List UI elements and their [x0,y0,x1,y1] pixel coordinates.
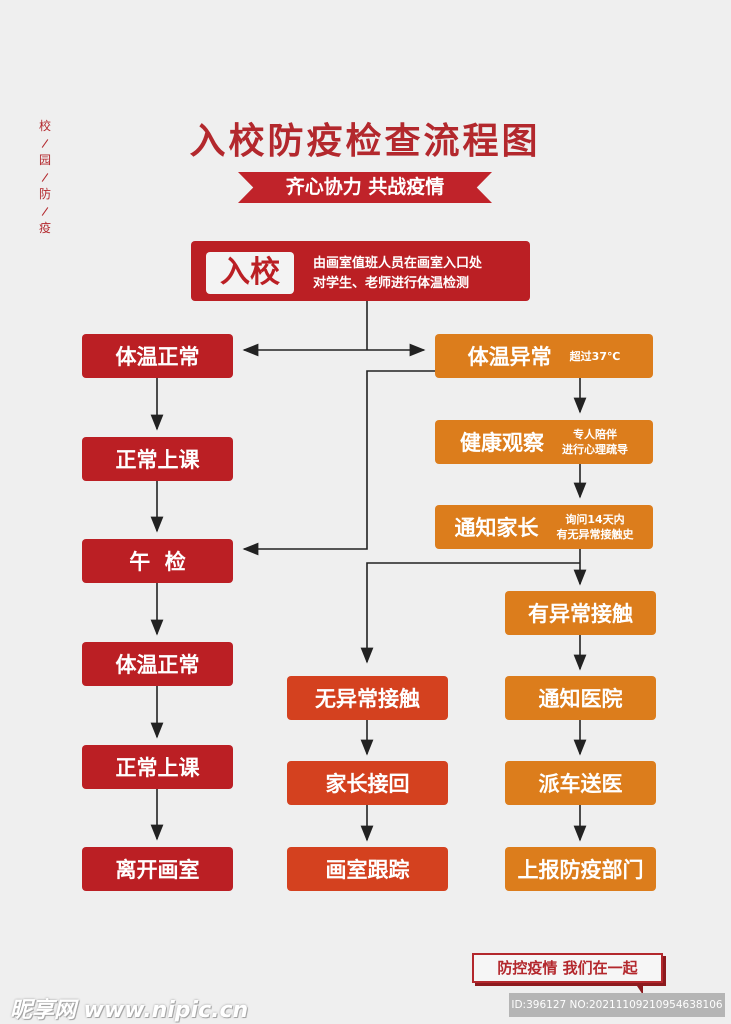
start-label: 入校 [206,252,294,294]
step-no-contact: 无异常接触 [287,676,448,720]
start-box: 入校 由画室值班人员在画室入口处 对学生、老师进行体温检测 [191,241,530,301]
page-title: 入校防疫检查流程图 [189,121,541,162]
note-line: 有无异常接触史 [556,528,634,541]
box-note: 专人陪伴进行心理疏导 [562,427,628,457]
step-notify-parents: 通知家长 询问14天内有无异常接触史 [435,505,653,549]
image-id-bar: ID:396127 NO:20211109210954638106 [509,993,725,1017]
step-noon-check: 午 检 [82,539,233,583]
step-leave: 离开画室 [82,847,233,891]
callout-tail [635,983,643,995]
step-contact: 有异常接触 [505,591,656,635]
box-label: 体温异常 [467,345,552,369]
side-char: 疫 [38,221,51,235]
box-label: 健康观察 [460,431,544,455]
step-normal-temp-2: 体温正常 [82,642,233,686]
note-line: 询问14天内 [565,513,625,526]
note-line: 进行心理疏导 [562,443,628,456]
slogan-ribbon: 齐心协力 共战疫情 [238,172,492,203]
note-line: 对学生、老师进行体温检测 [313,276,470,291]
note-line: 由画室值班人员在画室入口处 [313,256,483,271]
step-notify-hospital: 通知医院 [505,676,656,720]
step-normal-class-2: 正常上课 [82,745,233,789]
note-line: 超过37℃ [569,349,621,363]
step-studio-tracking: 画室跟踪 [287,847,448,891]
step-abnormal-temp: 体温异常 超过37℃ [435,334,653,378]
step-send-to-hospital: 派车送医 [505,761,656,805]
side-char: 校 [38,119,51,133]
step-normal-temp: 体温正常 [82,334,233,378]
step-normal-class: 正常上课 [82,437,233,481]
note-line: 专人陪伴 [573,428,617,441]
callout-slogan: 防控疫情 我们在一起 [472,953,663,983]
box-note: 超过37℃ [570,349,621,364]
start-note: 由画室值班人员在画室入口处 对学生、老师进行体温检测 [313,254,482,294]
step-parent-pickup: 家长接回 [287,761,448,805]
watermark: 昵享网 www.nipic.cn [10,998,249,1023]
step-health-observe: 健康观察 专人陪伴进行心理疏导 [435,420,653,464]
side-char: 防 [38,187,51,201]
step-report: 上报防疫部门 [505,847,656,891]
side-char: 园 [38,153,51,167]
box-label: 通知家长 [454,516,539,540]
box-note: 询问14天内有无异常接触史 [557,512,634,542]
